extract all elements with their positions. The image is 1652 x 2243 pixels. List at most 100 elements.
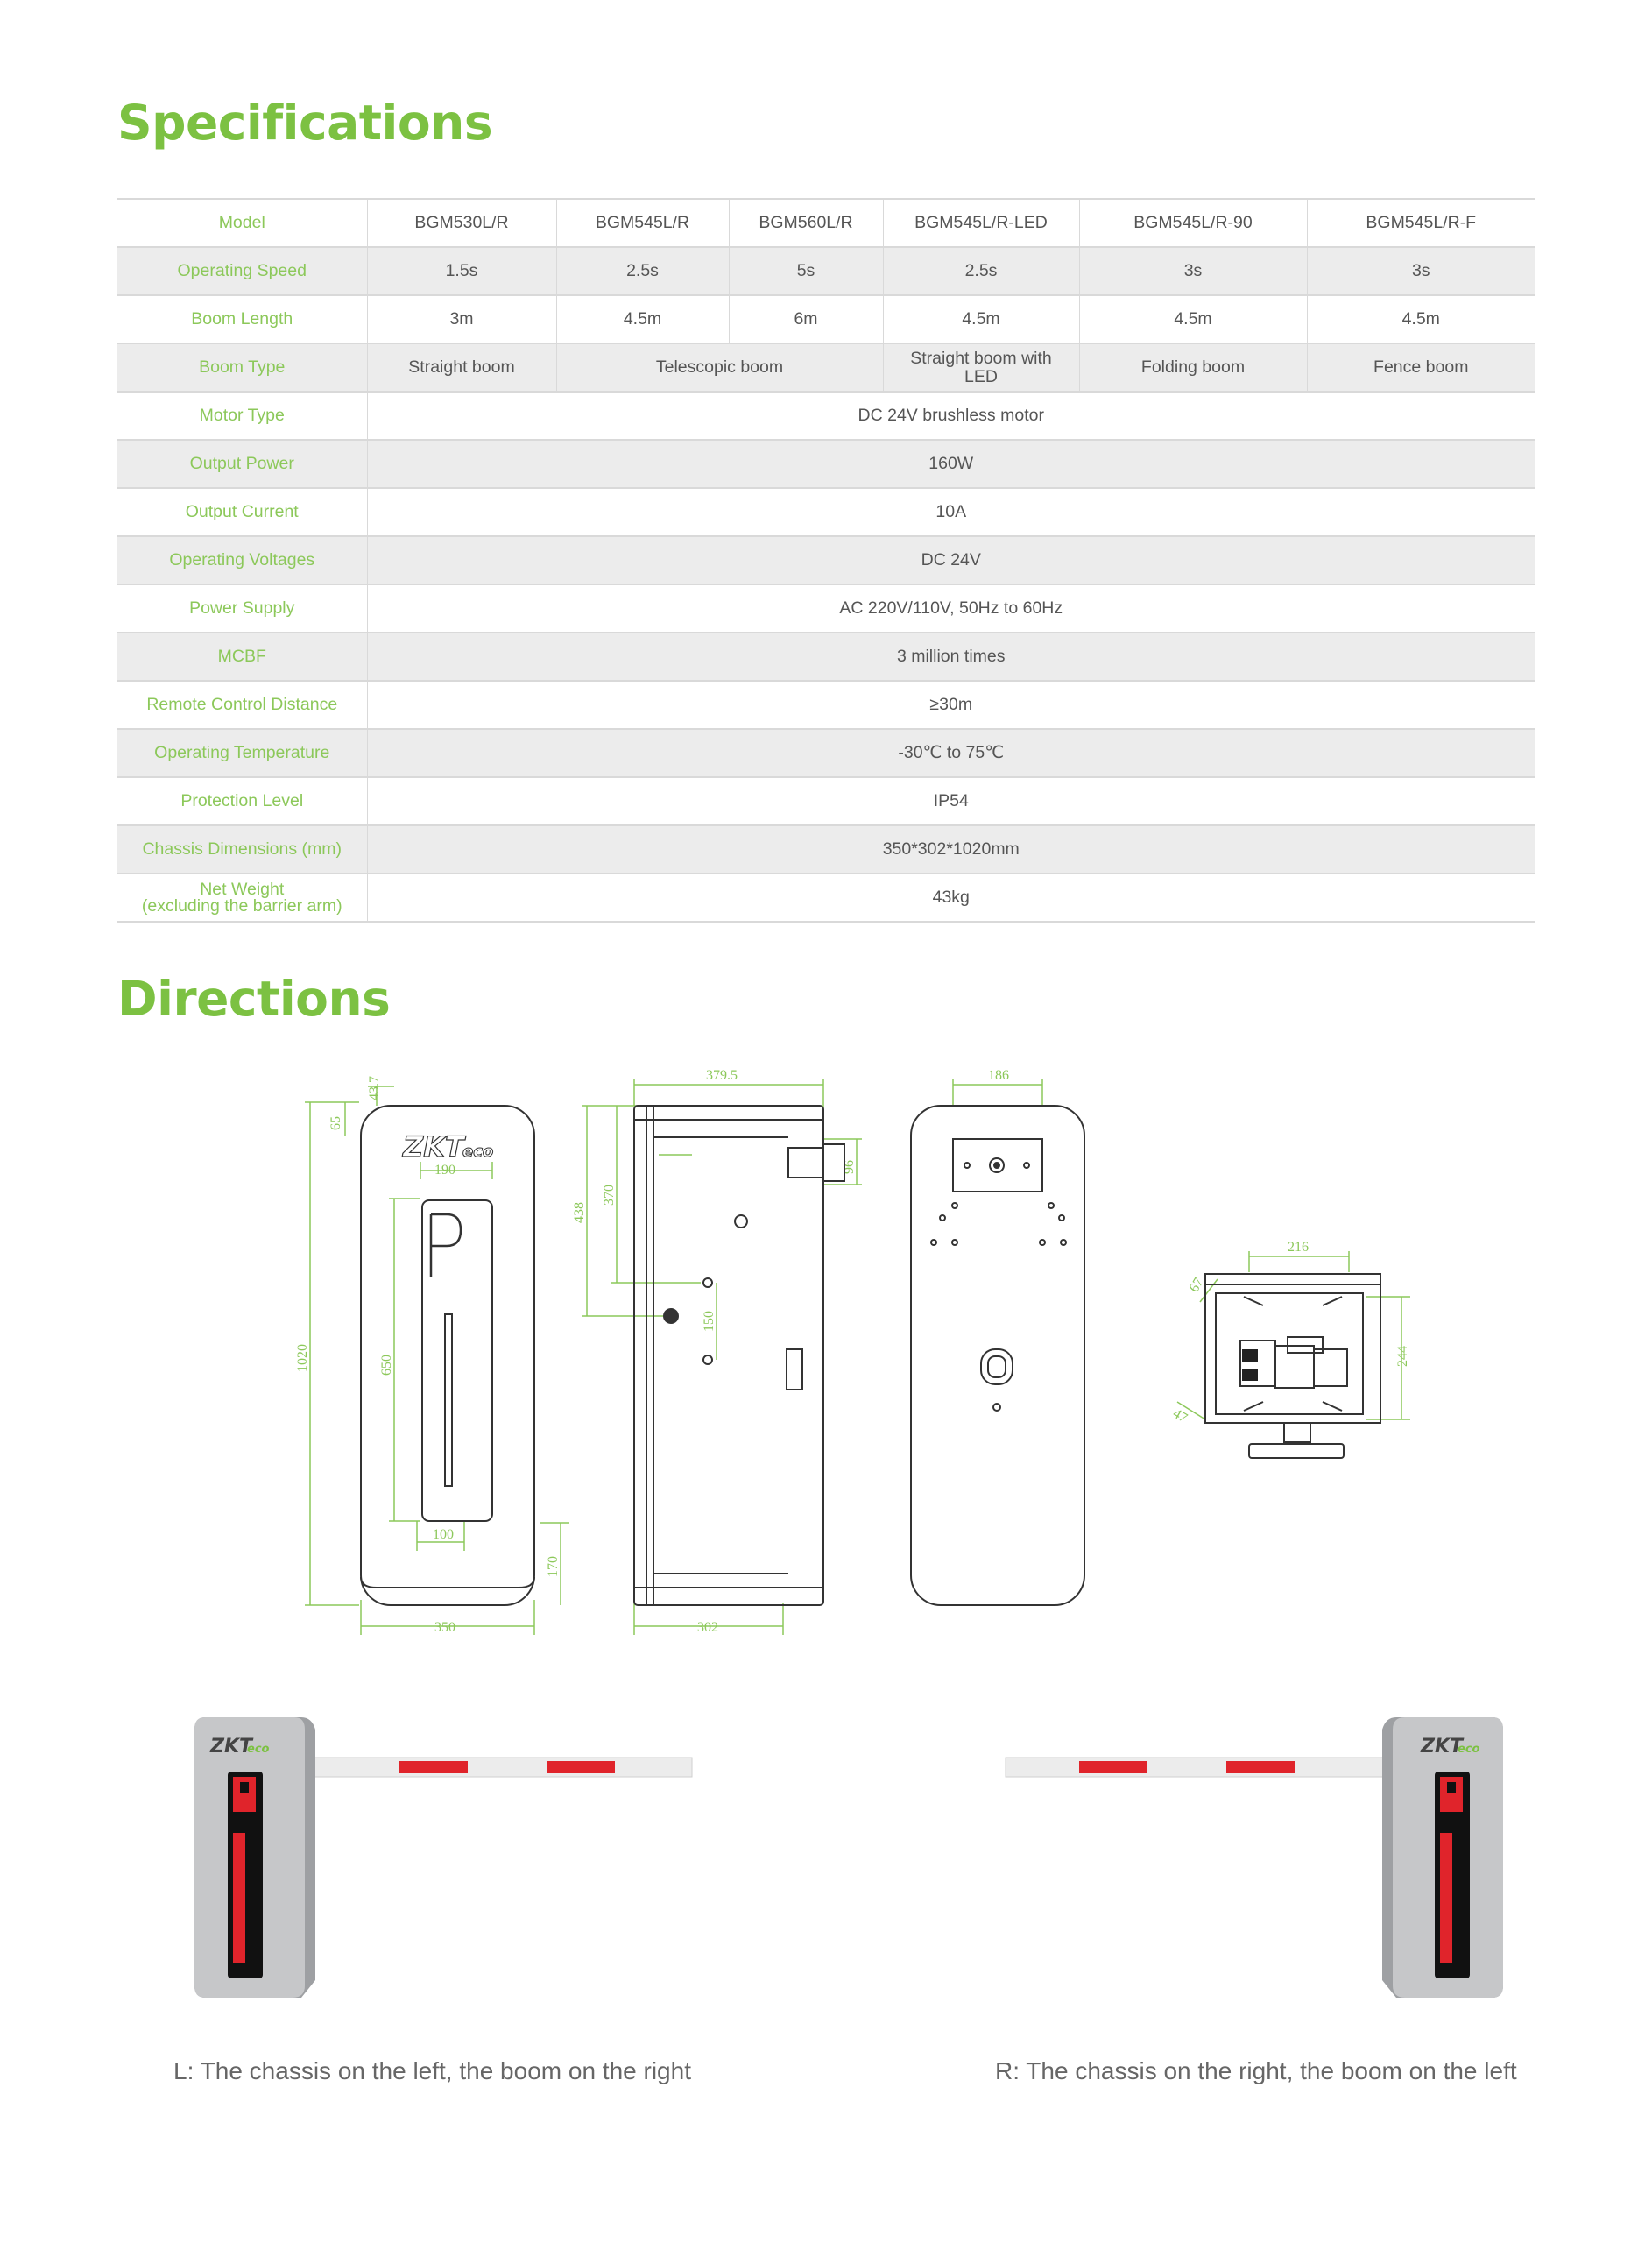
- caption-left-key: L: [173, 2057, 187, 2084]
- row-protection-level: Protection Level IP54: [117, 776, 1535, 825]
- dim-label-244: 244: [1395, 1346, 1410, 1367]
- value-cell: AC 220V/110V, 50Hz to 60Hz: [366, 584, 1535, 633]
- logo-outline-suffix: eco: [462, 1143, 493, 1161]
- row-boom-length: Boom Length 3m 4.5m 6m 4.5m 4.5m 4.5m: [117, 294, 1535, 343]
- dim-label-65: 65: [328, 1116, 343, 1130]
- value-cell: Telescopic boom: [555, 343, 883, 392]
- zkteco-logo-suffix: eco: [1458, 1743, 1480, 1756]
- row-remote-control-distance: Remote Control Distance ≥30m: [117, 680, 1535, 729]
- barrier-right-illustration: ZKT eco: [1005, 1717, 1503, 1998]
- value-cell: 4.5m: [1078, 294, 1307, 343]
- dim-label-1020: 1020: [295, 1344, 310, 1372]
- dim-label-350: 350: [434, 1620, 455, 1635]
- dim-label-170: 170: [546, 1556, 561, 1577]
- row-mcbf: MCBF 3 million times: [117, 632, 1535, 681]
- value-cell: IP54: [366, 776, 1535, 825]
- row-label: Protection Level: [117, 776, 367, 825]
- boom-reflector: [547, 1761, 615, 1773]
- dim-label-650: 650: [379, 1355, 394, 1376]
- value-cell: -30℃ to 75℃: [366, 728, 1535, 777]
- back-view: [910, 1105, 1085, 1606]
- row-label: Boom Type: [117, 343, 367, 392]
- model-cell: BGM545L/R-F: [1306, 198, 1535, 247]
- dim-label-190: 190: [434, 1163, 455, 1178]
- value-cell: 4.5m: [1306, 294, 1535, 343]
- model-cell: BGM530L/R: [366, 198, 556, 247]
- row-label: Net Weight (excluding the barrier arm): [117, 873, 367, 923]
- value-cell: 3s: [1078, 246, 1307, 295]
- row-label: Remote Control Distance: [117, 680, 367, 729]
- row-output-current: Output Current 10A: [117, 487, 1535, 536]
- dim-label-370: 370: [602, 1185, 617, 1206]
- side-view: [633, 1105, 845, 1606]
- logo-outline: ZKT: [402, 1130, 466, 1164]
- row-label: Operating Voltages: [117, 535, 367, 584]
- model-cell: BGM560L/R: [728, 198, 883, 247]
- caption-left-text: The chassis on the left, the boom on the…: [200, 2057, 691, 2084]
- row-label: Model: [117, 198, 367, 247]
- row-label: Motor Type: [117, 391, 367, 440]
- row-label: Output Current: [117, 487, 367, 536]
- value-cell: 2.5s: [555, 246, 729, 295]
- dim-label-150: 150: [702, 1311, 717, 1332]
- dim-label-43-7: 43.7: [367, 1076, 382, 1100]
- net-weight-sublabel: (excluding the barrier arm): [141, 895, 342, 916]
- row-motor-type: Motor Type DC 24V brushless motor: [117, 391, 1535, 440]
- row-label: Chassis Dimensions (mm): [117, 824, 367, 874]
- row-label: Operating Speed: [117, 246, 367, 295]
- row-label: Power Supply: [117, 584, 367, 633]
- zkteco-logo: ZKT: [209, 1736, 254, 1758]
- row-label: Operating Temperature: [117, 728, 367, 777]
- value-cell: 4.5m: [882, 294, 1079, 343]
- caption-left: L: The chassis on the left, the boom on …: [173, 2057, 691, 2084]
- value-cell: ≥30m: [366, 680, 1535, 729]
- row-model: Model BGM530L/R BGM545L/R BGM560L/R BGM5…: [117, 198, 1535, 247]
- value-cell: Straight boom: [366, 343, 556, 392]
- dim-label-96: 96: [842, 1160, 857, 1174]
- zkteco-logo: ZKT: [1420, 1736, 1465, 1758]
- row-boom-type: Boom Type Straight boom Telescopic boom …: [117, 343, 1535, 392]
- value-cell: 3s: [1306, 246, 1535, 295]
- value-cell: 3 million times: [366, 632, 1535, 681]
- specifications-title: Specifications: [117, 95, 493, 151]
- boom-reflector: [1079, 1761, 1147, 1773]
- dim-label-302: 302: [697, 1620, 718, 1635]
- model-cell: BGM545L/R: [555, 198, 729, 247]
- dim-label-186: 186: [988, 1068, 1009, 1083]
- value-cell: Folding boom: [1078, 343, 1307, 392]
- row-label: MCBF: [117, 632, 367, 681]
- row-net-weight: Net Weight (excluding the barrier arm) 4…: [117, 873, 1535, 923]
- caption-right-text: The chassis on the right, the boom on th…: [1026, 2057, 1517, 2084]
- value-cell: DC 24V brushless motor: [366, 391, 1535, 440]
- directions-title: Directions: [117, 971, 391, 1027]
- row-label: Output Power: [117, 439, 367, 488]
- value-cell: 350*302*1020mm: [366, 824, 1535, 874]
- zkteco-logo-suffix: eco: [247, 1743, 270, 1756]
- value-cell: Fence boom: [1306, 343, 1535, 392]
- row-operating-speed: Operating Speed 1.5s 2.5s 5s 2.5s 3s 3s: [117, 246, 1535, 295]
- value-cell: 2.5s: [882, 246, 1079, 295]
- dim-label-47: 47: [1170, 1406, 1190, 1426]
- barrier-left-illustration: ZKT eco: [194, 1717, 693, 1998]
- boom-reflector: [399, 1761, 468, 1773]
- specifications-table: Model BGM530L/R BGM545L/R BGM560L/R BGM5…: [117, 198, 1535, 923]
- value-cell: DC 24V: [366, 535, 1535, 584]
- caption-right-key: R: [995, 2057, 1013, 2084]
- row-power-supply: Power Supply AC 220V/110V, 50Hz to 60Hz: [117, 584, 1535, 633]
- row-operating-voltages: Operating Voltages DC 24V: [117, 535, 1535, 584]
- dim-label-67: 67: [1187, 1276, 1207, 1295]
- value-cell: 10A: [366, 487, 1535, 536]
- row-label: Boom Length: [117, 294, 367, 343]
- value-cell: 6m: [728, 294, 883, 343]
- model-cell: BGM545L/R-90: [1078, 198, 1307, 247]
- value-cell: 43kg: [366, 873, 1535, 923]
- row-operating-temperature: Operating Temperature -30℃ to 75℃: [117, 728, 1535, 777]
- dim-label-438: 438: [572, 1202, 587, 1223]
- net-weight-label: Net Weight: [200, 879, 285, 899]
- value-cell: 3m: [366, 294, 556, 343]
- model-cell: BGM545L/R-LED: [882, 198, 1079, 247]
- caption-right: R: The chassis on the right, the boom on…: [995, 2057, 1517, 2084]
- value-cell: 4.5m: [555, 294, 729, 343]
- front-view: [360, 1105, 535, 1606]
- row-chassis-dimensions: Chassis Dimensions (mm) 350*302*1020mm: [117, 824, 1535, 874]
